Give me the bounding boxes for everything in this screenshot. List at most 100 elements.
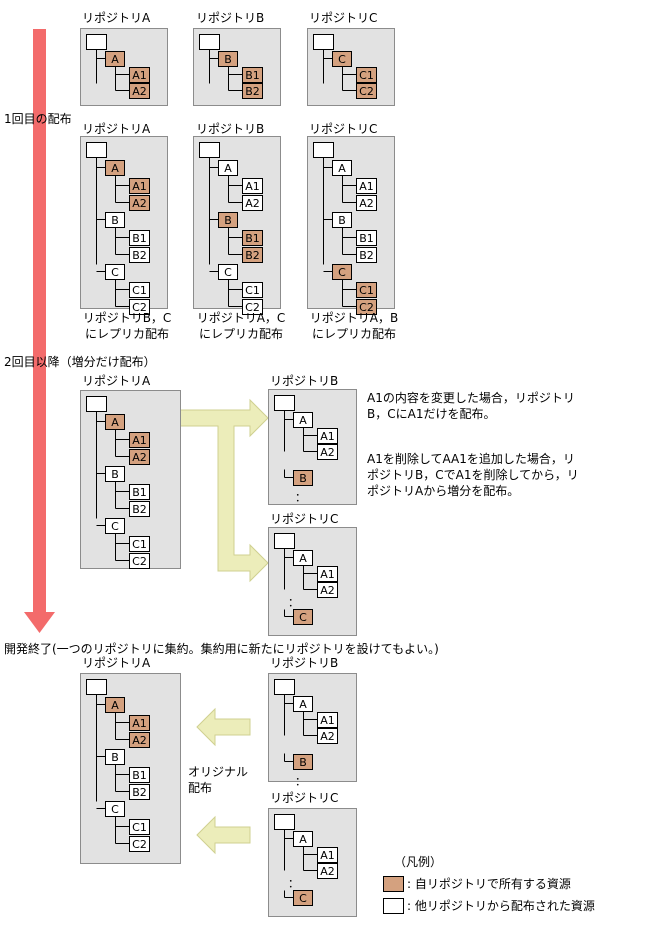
node-b1-label: B1 xyxy=(359,232,374,245)
node-c-label: C xyxy=(299,892,307,905)
node-a1-label: A1 xyxy=(320,568,335,581)
root-node xyxy=(199,142,220,158)
node-a1 xyxy=(129,178,150,194)
node-a1 xyxy=(317,428,338,444)
node-a2-label: A2 xyxy=(320,865,335,878)
node-a1-label: A1 xyxy=(320,714,335,727)
node-b1-label: B1 xyxy=(132,232,147,245)
node-b2 xyxy=(129,784,150,800)
node-a2 xyxy=(129,732,150,748)
node-a-label: A xyxy=(111,162,119,175)
repo-b-title-row3: リポジトリB xyxy=(270,374,339,388)
node-a1 xyxy=(356,178,377,194)
root-node xyxy=(199,34,220,50)
node-c2-label: C2 xyxy=(132,301,147,314)
node-c2 xyxy=(129,836,150,852)
ellipsis-mark: ： xyxy=(295,491,306,504)
legend-title: （凡例） xyxy=(394,855,443,869)
node-b2-label: B2 xyxy=(245,85,260,98)
original-arrow-c-to-a xyxy=(196,815,251,855)
ellipsis-mark: ： xyxy=(288,877,299,890)
node-b-label: B xyxy=(111,751,119,764)
node-c2 xyxy=(129,553,150,569)
root-node xyxy=(274,679,295,695)
note-change: A1の内容を変更した場合，リポジトリB，CにA1だけを配布。 xyxy=(367,391,575,421)
node-a2-label: A2 xyxy=(245,197,260,210)
node-b-label: B xyxy=(111,214,119,227)
node-b1-label: B1 xyxy=(245,232,260,245)
legend-own-text: : 自リポジトリで所有する資源 xyxy=(407,877,571,891)
node-b2 xyxy=(242,83,263,99)
repo-a-title-row1: リポジトリA xyxy=(82,11,151,25)
node-a-label: A xyxy=(299,414,307,427)
node-a1 xyxy=(129,432,150,448)
node-b xyxy=(293,754,313,770)
root-node xyxy=(274,814,295,830)
node-a2-label: A2 xyxy=(132,734,147,747)
node-c1-label: C1 xyxy=(245,284,260,297)
section-label-second: 2回目以降（増分だけ配布） xyxy=(4,355,156,369)
repo-a-title-row3: リポジトリA xyxy=(82,374,151,388)
repo-b-title-row4: リポジトリB xyxy=(270,656,339,670)
node-a1-label: A1 xyxy=(245,180,260,193)
node-a2-label: A2 xyxy=(320,584,335,597)
node-a2 xyxy=(242,195,263,211)
node-c2-label: C2 xyxy=(359,301,374,314)
node-c2 xyxy=(129,299,150,315)
node-c1 xyxy=(129,536,150,552)
node-c xyxy=(293,890,313,906)
flow-arrow-a-to-b-c xyxy=(165,398,269,583)
node-c2 xyxy=(356,83,377,99)
node-a-label: A xyxy=(111,699,119,712)
node-a2 xyxy=(317,728,338,744)
caption-b: リポジトリA，C にレプリカ配布 xyxy=(196,311,286,341)
ellipsis-mark: ： xyxy=(288,596,299,609)
node-c1 xyxy=(356,282,377,298)
node-b2-label: B2 xyxy=(132,503,147,516)
root-node xyxy=(274,533,295,549)
repo-a-title-row4: リポジトリA xyxy=(82,656,151,670)
node-a1 xyxy=(317,847,338,863)
node-c1-label: C1 xyxy=(359,284,374,297)
node-c2-label: C2 xyxy=(132,555,147,568)
repo-a-title-row2: リポジトリA xyxy=(82,122,151,136)
node-a1 xyxy=(129,67,150,83)
root-node xyxy=(313,142,334,158)
node-b1-label: B1 xyxy=(132,486,147,499)
node-b2-label: B2 xyxy=(132,249,147,262)
root-node xyxy=(86,679,107,695)
caption-c: リポジトリA，B にレプリカ配布 xyxy=(309,311,399,341)
node-b1 xyxy=(242,230,263,246)
node-c2-label: C2 xyxy=(245,301,260,314)
node-a2-label: A2 xyxy=(132,85,147,98)
node-a1-label: A1 xyxy=(359,180,374,193)
node-a-label: A xyxy=(111,53,119,66)
node-a2 xyxy=(129,195,150,211)
ellipsis-mark: ： xyxy=(295,775,306,788)
root-node xyxy=(313,34,334,50)
node-b2-label: B2 xyxy=(132,786,147,799)
node-b2 xyxy=(242,247,263,263)
node-a2 xyxy=(317,444,338,460)
node-a1-label: A1 xyxy=(320,430,335,443)
node-a-label: A xyxy=(224,162,232,175)
node-a-label: A xyxy=(111,416,119,429)
node-a2-label: A2 xyxy=(320,446,335,459)
node-b-label: B xyxy=(299,756,307,769)
root-node xyxy=(86,396,107,412)
node-c-label: C xyxy=(299,611,307,624)
node-b2 xyxy=(129,247,150,263)
node-c-label: C xyxy=(111,266,119,279)
node-c2 xyxy=(356,299,377,315)
node-b1 xyxy=(129,230,150,246)
note-delete: A1を削除してAA1を追加した場合，リポジトリB，CでA1を削除してから，リポジ… xyxy=(367,452,579,498)
node-b2 xyxy=(129,501,150,517)
node-a2 xyxy=(317,582,338,598)
